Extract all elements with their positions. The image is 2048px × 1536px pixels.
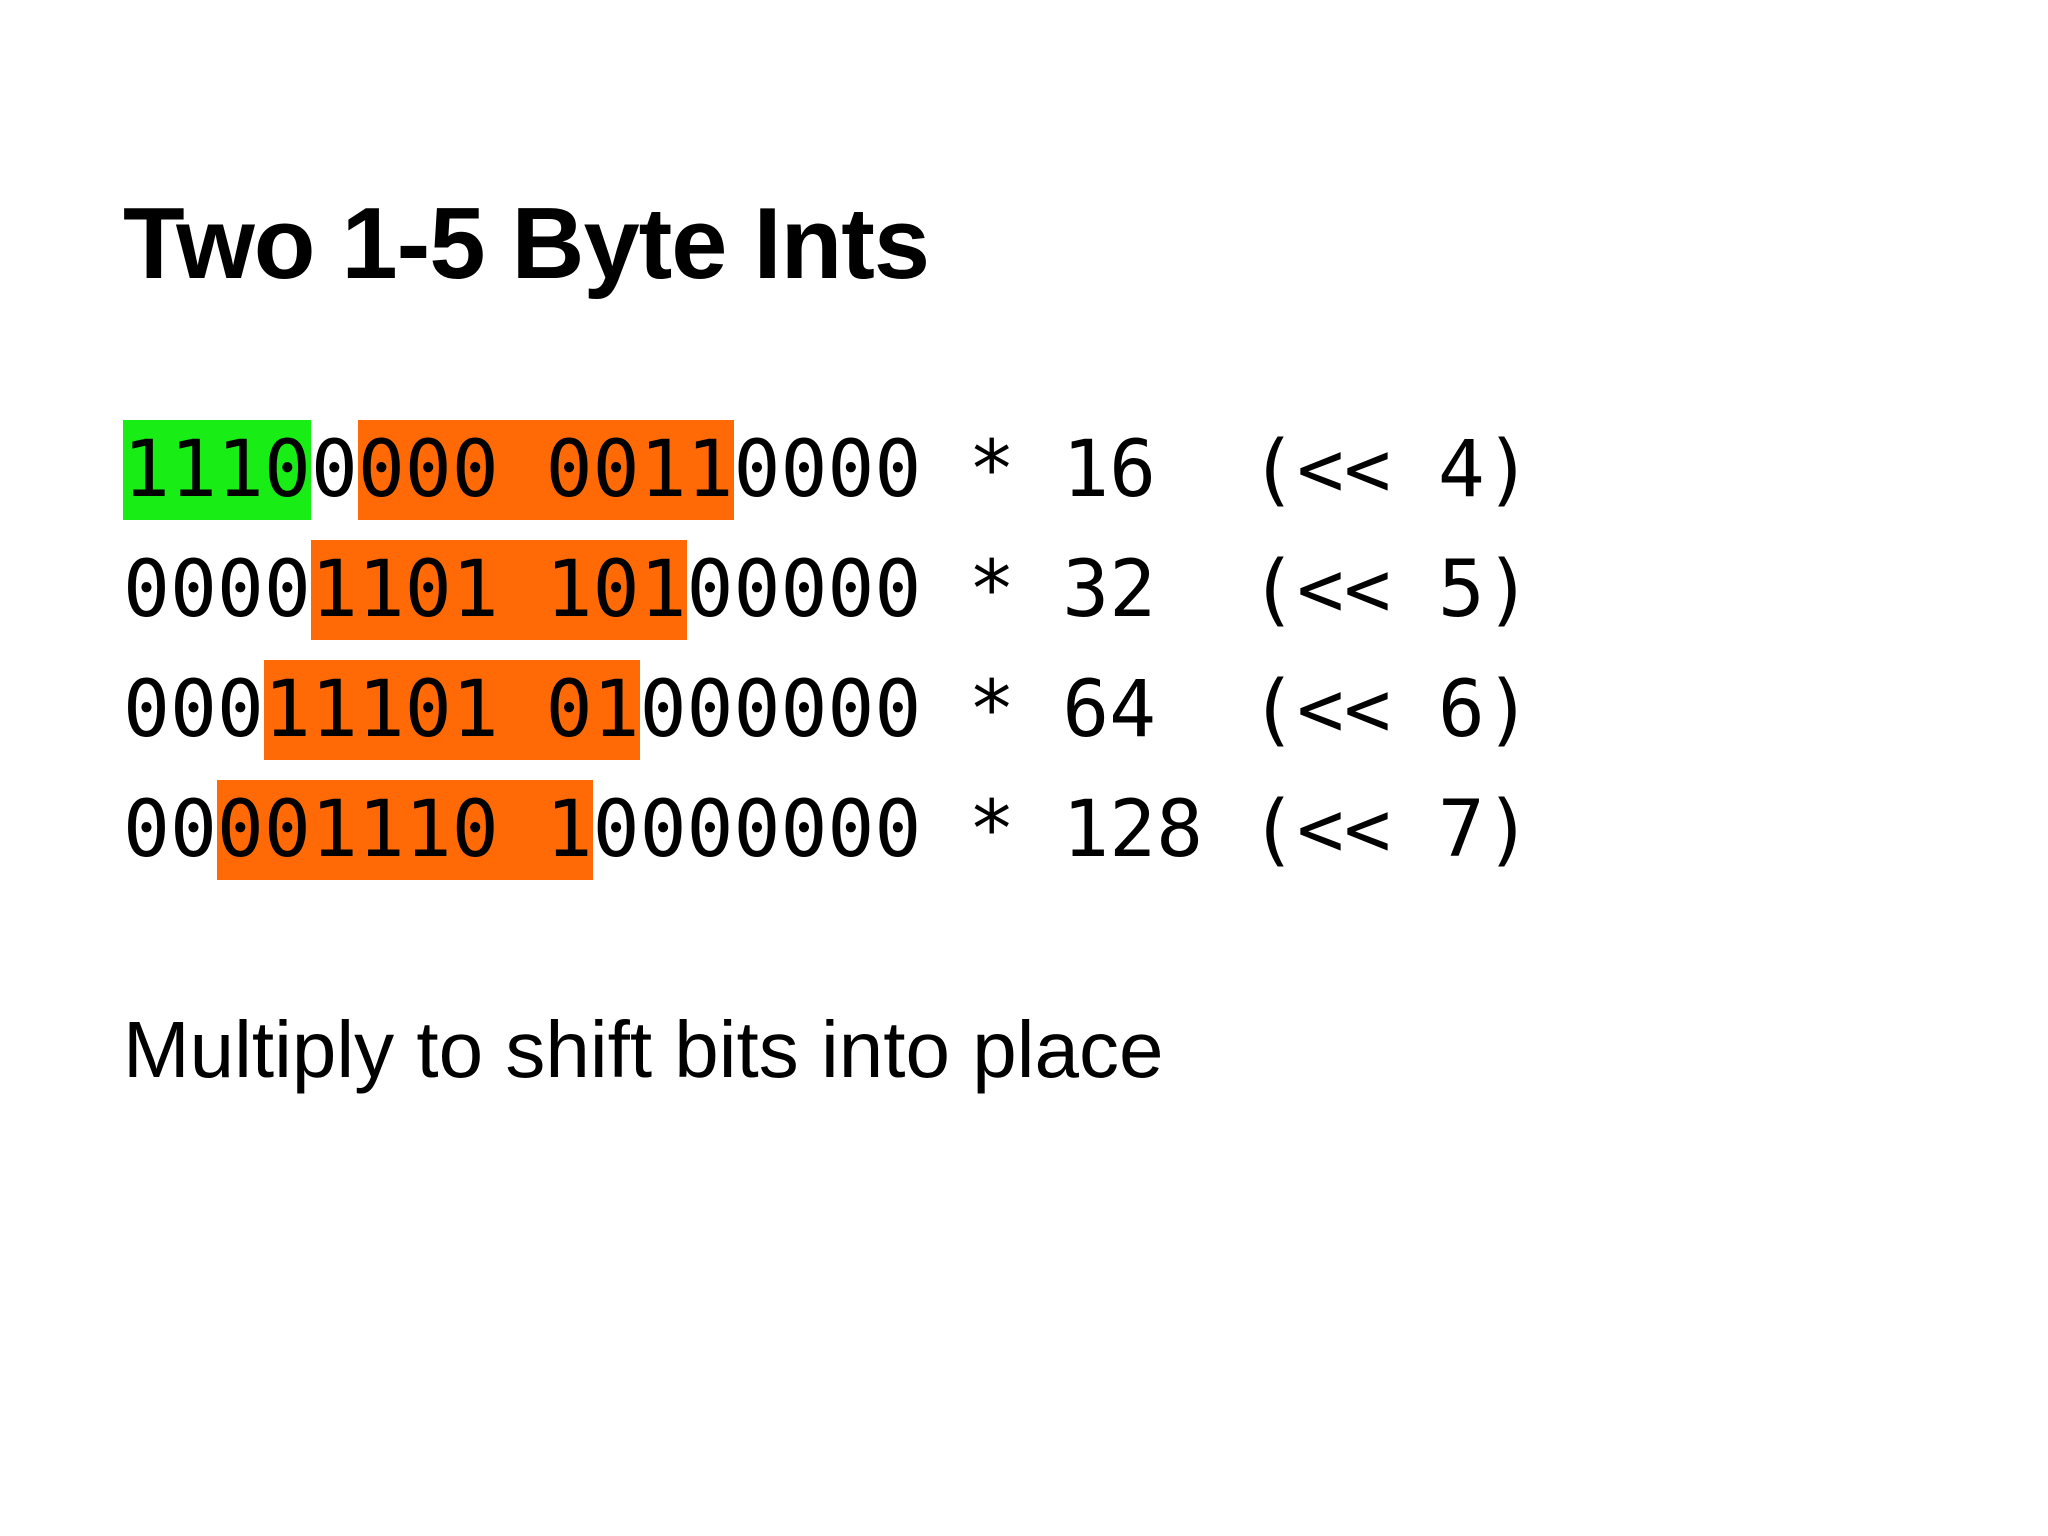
highlighted-bits-green: 1110 <box>123 420 311 520</box>
plain-bits: 0 <box>310 425 358 515</box>
highlighted-bits-orange: 001110 1 <box>216 780 593 880</box>
plain-bits-and-multiplier: 000000 * 64 (<< 6) <box>639 665 1532 755</box>
highlighted-bits-orange: 1101 101 <box>310 540 687 640</box>
slide-caption: Multiply to shift bits into place <box>123 1005 1164 1094</box>
plain-bits: 00 <box>123 785 217 875</box>
plain-bits: 0000 <box>123 545 311 635</box>
slide-title: Two 1-5 Byte Ints <box>123 188 930 300</box>
plain-bits-and-multiplier: 0000 * 16 (<< 4) <box>733 425 1532 515</box>
highlighted-bits-orange: 000 0011 <box>357 420 734 520</box>
plain-bits-and-multiplier: 00000 * 32 (<< 5) <box>686 545 1532 635</box>
plain-bits-and-multiplier: 0000000 * 128 (<< 7) <box>592 785 1532 875</box>
highlighted-bits-orange: 11101 01 <box>263 660 640 760</box>
plain-bits: 000 <box>123 665 264 755</box>
